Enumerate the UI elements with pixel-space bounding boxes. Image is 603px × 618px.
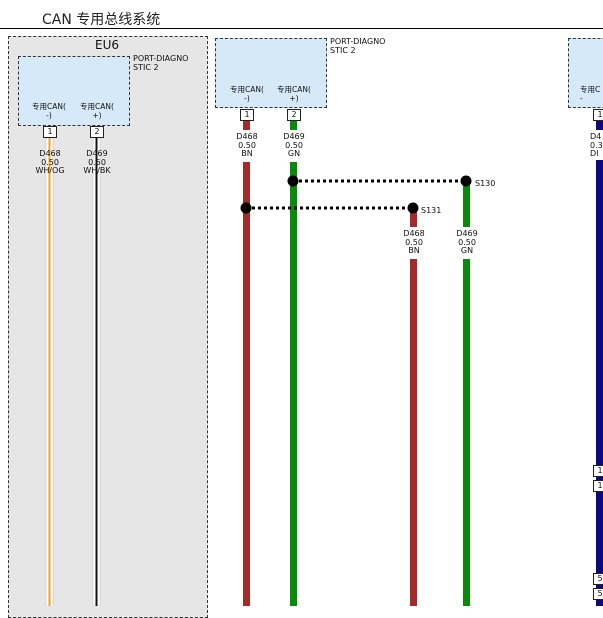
splice-node-s130-a[interactable] [287,175,299,187]
connector-name-left: PORT-DIAGNO STIC 2 [133,54,189,72]
ecu-box-mid[interactable] [215,38,327,108]
splice-label-s130: S130 [475,179,496,188]
wire-mid-d469-top[interactable] [290,120,297,130]
wire-color: DI [590,149,599,158]
wire-color: WH/OG [35,166,65,175]
wire-left-d468[interactable] [45,137,54,606]
wire-label-s131-d468: D468 0.50 BN [394,229,434,256]
pin-right-b[interactable]: 1 [593,480,603,492]
wire-id: D4 [590,132,602,141]
wire-label-mid-d469: D469 0.50 GN [274,132,314,159]
pin-label-mid-1: 专用CAN( -) [230,85,264,103]
pin-right-d[interactable]: 5 [593,588,603,600]
wire-gauge: 0.50 [88,157,106,167]
pin-label-right-1: 专用C - [580,85,601,103]
splice-node-s131-a[interactable] [240,202,252,214]
connector-name-mid: PORT-DIAGNO STIC 2 [330,37,386,55]
wire-gauge: 0.3 [590,140,603,150]
wire-label-left-d468: D468 0.50 WH/OG [30,149,70,176]
wire-label-right: D4 0.3 DI [590,132,603,159]
ecu-box-left[interactable] [18,56,130,126]
wire-id: D468 [236,132,258,141]
wire-id: D469 [86,149,108,158]
pin-label-left-2: 专用CAN( +) [80,102,114,120]
splice-node-s130-b[interactable] [460,175,472,187]
eu6-module-frame [8,36,208,618]
wire-gauge: 0.50 [458,237,476,247]
wire-right[interactable] [596,120,603,130]
wire-s131-d468[interactable] [410,259,417,606]
wire-mid-d469[interactable] [290,162,297,606]
pin-left-2[interactable]: 2 [90,126,104,138]
wire-s130-d469[interactable] [463,259,470,606]
pin-right-1[interactable]: 1 [593,109,603,121]
pin-label-left-1: 专用CAN( -) [32,102,66,120]
eu6-module-name: EU6 [95,38,119,52]
title-rule [0,28,603,29]
pin-mid-1[interactable]: 1 [240,109,254,121]
page-title: CAN 专用总线系统 [42,12,161,28]
wire-mid-d468-top[interactable] [243,120,250,130]
wire-gauge: 0.50 [238,140,256,150]
wire-label-left-d469: D469 0.50 WH/BK [77,149,117,176]
wire-gauge: 0.50 [405,237,423,247]
wire-id: D469 [456,229,478,238]
wire-gauge: 0.50 [41,157,59,167]
splice-node-s131-b[interactable] [407,202,419,214]
wire-id: D469 [283,132,305,141]
wire-id: D468 [403,229,425,238]
wire-s130-d469-top[interactable] [463,181,470,227]
wire-id: D468 [39,149,61,158]
wire-right-lower[interactable] [596,160,603,606]
wire-s131-d468-top[interactable] [410,209,417,227]
wire-label-mid-d468: D468 0.50 BN [227,132,267,159]
pin-mid-2[interactable]: 2 [287,109,301,121]
splice-label-s131: S131 [421,206,442,215]
wire-color: GN [460,246,474,255]
wire-gauge: 0.50 [285,140,303,150]
wire-mid-d468[interactable] [243,162,250,606]
pin-right-c[interactable]: 5 [593,573,603,585]
wire-color: GN [287,149,301,158]
pin-right-a[interactable]: 1 [593,465,603,477]
wire-color: WH/BK [83,166,111,175]
wire-left-d469[interactable] [92,137,101,606]
pin-left-1[interactable]: 1 [43,126,57,138]
wire-color: BN [408,246,420,255]
wire-color: BN [241,149,253,158]
ecu-box-right[interactable] [568,38,603,108]
wire-label-s130-d469: D469 0.50 GN [447,229,487,256]
pin-label-mid-2: 专用CAN( +) [277,85,311,103]
